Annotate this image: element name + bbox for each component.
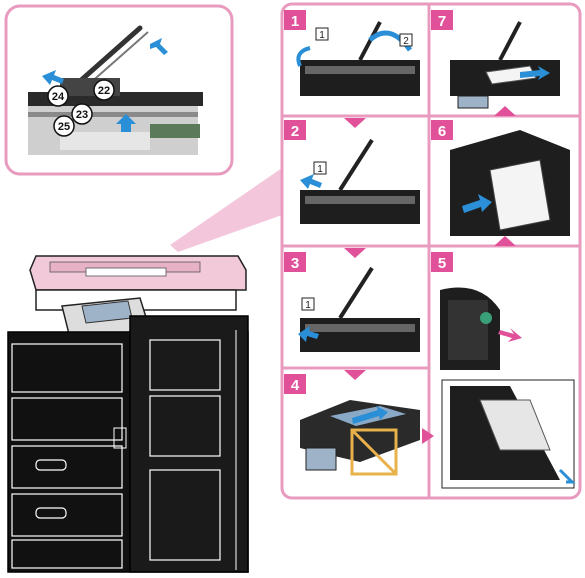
blue-arrow-icon [296, 46, 311, 67]
feeder-slot [85, 267, 167, 277]
side-latch [113, 427, 127, 449]
callout-label-22: 22 [93, 79, 115, 101]
side-unit [129, 315, 249, 573]
step-number-badge [284, 374, 306, 394]
step-1-panel: 1 1 2 [284, 10, 420, 96]
pink-triangle-icon [494, 106, 516, 116]
svg-text:25: 25 [58, 121, 70, 133]
feeder-lid [338, 266, 374, 320]
feeder-illustration [300, 318, 420, 352]
sub-label-box [399, 33, 413, 47]
step-number-badge [431, 120, 453, 140]
drawer-1 [11, 397, 123, 441]
drawer-2 [11, 445, 123, 489]
blue-arrow-icon [558, 468, 576, 484]
blue-arrow-icon [300, 174, 322, 189]
feeder-detail [305, 324, 415, 332]
sub-label: 1 [305, 300, 311, 311]
feeder-detail [305, 196, 415, 204]
step-number: 4 [291, 377, 300, 394]
copier-machine [7, 255, 249, 573]
step-number-badge [284, 10, 306, 30]
blue-arrow-icon [462, 194, 492, 213]
feeder-illustration [300, 60, 420, 96]
sub-label-box [315, 27, 329, 41]
pink-triangle-icon [344, 118, 366, 128]
release-lever-icon [480, 312, 492, 324]
step-number: 6 [438, 123, 446, 140]
callout-device-board [150, 124, 200, 138]
step-number-badge [284, 252, 306, 272]
blue-arrow-icon [520, 66, 550, 80]
pink-triangle-icon [494, 236, 516, 246]
side-cabinet [149, 469, 221, 561]
callout-device-stripe [28, 112, 198, 117]
step-number-badge [431, 252, 453, 272]
drawer-handle [35, 507, 67, 519]
paper-sheet [485, 65, 537, 85]
step-7-panel: 7 [431, 10, 560, 109]
svg-text:23: 23 [76, 109, 88, 121]
drawer-4 [11, 539, 123, 569]
step-number-badge [284, 120, 306, 140]
feeder-lid [358, 21, 382, 61]
svg-text:22: 22 [98, 85, 110, 97]
callout-label-24: 24 [47, 85, 69, 107]
step-number: 2 [291, 123, 299, 140]
touch-screen [457, 95, 489, 109]
step-number: 7 [438, 13, 446, 30]
step-number: 1 [291, 13, 299, 30]
touch-screen [305, 447, 337, 471]
side-cover [149, 339, 221, 391]
drawer-3 [11, 493, 123, 537]
feeder-inner [448, 300, 488, 360]
jammed-paper [489, 159, 551, 231]
panel-connector [170, 168, 282, 252]
callout-panel: 22 23 24 25 [4, 4, 234, 176]
blue-arrow-icon [42, 70, 64, 85]
drawer-handle [35, 459, 67, 471]
blue-arrow-icon [298, 326, 319, 342]
sub-label-box [313, 161, 327, 175]
paper-sheet [479, 399, 551, 451]
blue-arrow-icon [352, 406, 388, 424]
pink-arrow-icon [498, 328, 522, 342]
feeder-lid [338, 138, 374, 192]
callout-device-tray [60, 132, 150, 150]
feeder-illustration [300, 190, 420, 224]
sub-label-box [301, 297, 315, 311]
blue-arrow-icon [116, 114, 136, 132]
step-5-panel: 5 [431, 252, 576, 489]
sub-label: 1 [317, 164, 323, 175]
pink-triangle-icon [344, 248, 366, 258]
step-3-panel: 3 1 [284, 252, 420, 352]
step-4-panel: 4 [284, 374, 420, 476]
blue-arrow-icon [150, 38, 168, 55]
front-door [11, 343, 123, 393]
sub-label: 1 [319, 30, 325, 41]
no-stamp-icon [350, 428, 398, 476]
step-number-badge [431, 10, 453, 30]
svg-text:24: 24 [52, 91, 65, 103]
feeder-detail [305, 66, 415, 74]
step-number: 5 [438, 255, 446, 272]
step-number: 3 [291, 255, 299, 272]
sub-label: 2 [403, 36, 409, 47]
pink-triangle-icon [422, 428, 434, 444]
feeder-lid [498, 21, 522, 61]
pink-triangle-icon [344, 370, 366, 380]
step-6-panel: 6 [431, 120, 570, 236]
side-cover-lower [149, 395, 221, 457]
step-2-panel: 2 1 [284, 120, 420, 224]
callout-label-23: 23 [71, 103, 93, 125]
callout-label-25: 25 [53, 115, 75, 137]
